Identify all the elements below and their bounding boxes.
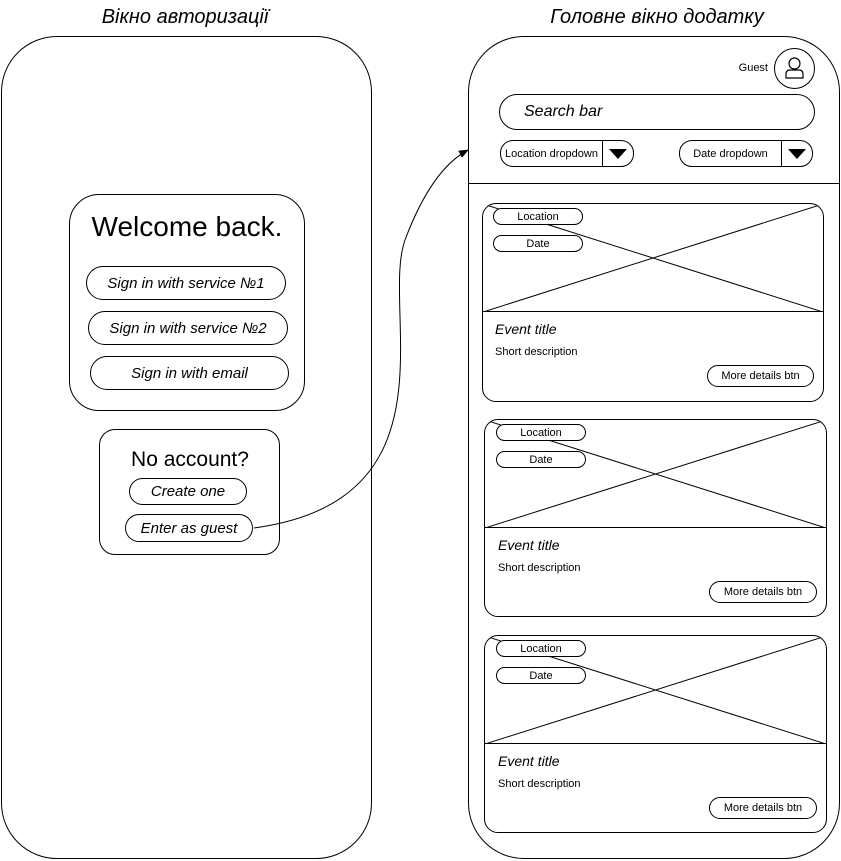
- header-divider: [469, 183, 839, 184]
- event-description: Short description: [498, 562, 581, 574]
- event-date-tag: Date: [496, 451, 586, 468]
- more-details-button[interactable]: More details btn: [707, 365, 814, 387]
- search-bar-placeholder: Search bar: [524, 103, 603, 120]
- location-dropdown-label: Location dropdown: [505, 147, 598, 160]
- event-date-tag: Date: [496, 667, 586, 684]
- event-description: Short description: [498, 778, 581, 790]
- search-bar-input[interactable]: Search bar: [499, 94, 815, 130]
- user-avatar-button[interactable]: [774, 48, 815, 89]
- event-title: Event title: [498, 753, 560, 769]
- enter-as-guest-button[interactable]: Enter as guest: [125, 514, 253, 542]
- user-icon: [785, 57, 804, 79]
- login-screen-title: Вікно авторизації: [101, 6, 269, 28]
- more-details-button[interactable]: More details btn: [709, 797, 817, 819]
- welcome-heading: Welcome back.: [91, 211, 283, 242]
- triangle-down-icon: [781, 141, 812, 166]
- date-dropdown-label: Date dropdown: [693, 147, 768, 160]
- event-description: Short description: [495, 346, 578, 358]
- event-title: Event title: [498, 537, 560, 553]
- event-location-tag: Location: [496, 424, 586, 441]
- event-location-tag: Location: [493, 208, 583, 225]
- create-account-button[interactable]: Create one: [129, 478, 247, 505]
- main-screen-title: Головне вікно додатку: [550, 6, 764, 28]
- event-location-tag: Location: [496, 640, 586, 657]
- sign-in-email-button[interactable]: Sign in with email: [90, 356, 289, 390]
- no-account-heading: No account?: [131, 448, 249, 471]
- user-name-label: Guest: [738, 62, 768, 74]
- event-date-tag: Date: [493, 235, 583, 252]
- more-details-button[interactable]: More details btn: [709, 581, 817, 603]
- event-title: Event title: [495, 321, 557, 337]
- sign-in-service-2-button[interactable]: Sign in with service №2: [88, 311, 288, 345]
- triangle-down-icon: [602, 141, 633, 166]
- location-dropdown[interactable]: Location dropdown: [500, 140, 634, 167]
- date-dropdown[interactable]: Date dropdown: [679, 140, 813, 167]
- sign-in-service-1-button[interactable]: Sign in with service №1: [86, 266, 286, 300]
